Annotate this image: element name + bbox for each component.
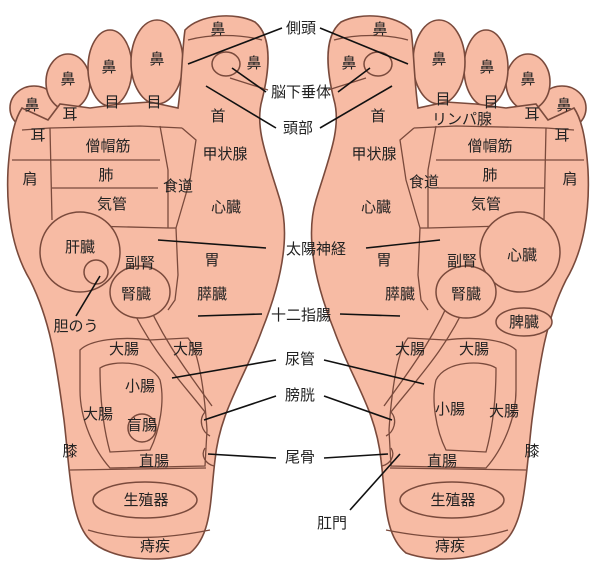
lf-nose-4: 鼻 [60,70,75,88]
rf-nose-2: 鼻 [431,50,446,68]
rf-esophagus: 食道 [409,173,439,191]
rf-large-int-side: 大腸 [489,402,519,420]
lf-nose-3: 鼻 [101,58,116,76]
lf-knee: 膝 [62,442,77,460]
lf-bronchi: 気管 [97,195,127,213]
lf-genitals: 生殖器 [123,491,168,509]
lf-large-int-top: 大腸 [109,340,139,358]
label-anus: 肛門 [317,514,347,532]
lf-esophagus: 食道 [163,177,193,195]
lf-pancreas: 膵臓 [197,285,227,303]
lf-adrenal: 副腎 [125,254,155,272]
rf-ear-b: 耳 [554,126,569,144]
rf-ear-a: 耳 [524,105,539,123]
lf-eye-b: 目 [104,93,119,111]
rf-nose-3: 鼻 [479,58,494,76]
rf-lymph: リンパ腺 [432,110,492,128]
label-solar-plexus: 太陽神経 [286,240,346,258]
label-pituitary: 脳下垂体 [271,83,331,101]
label-head: 頭部 [283,119,313,137]
lf-hemorrhoid: 痔疾 [140,537,170,555]
label-duodenum: 十二指腸 [271,306,331,324]
lf-appendix: 盲腸 [127,416,157,434]
rf-lung: 肺 [482,166,497,184]
lf-large-int-side: 大腸 [83,405,113,423]
lf-stomach: 胃 [204,251,219,269]
lf-liver: 肝臓 [65,238,95,256]
lf-trapezius: 僧帽筋 [85,137,130,155]
lf-small-int: 小腸 [125,377,155,395]
label-ureter: 尿管 [285,350,315,368]
rf-nose-5: 鼻 [556,96,571,114]
lf-nose-right: 鼻 [246,54,261,72]
lf-nose-2: 鼻 [149,50,164,68]
rf-rectum: 直腸 [427,452,457,470]
label-bladder: 膀胱 [285,386,315,404]
lf-gallbladder: 胆のう [53,317,98,335]
rf-nose-4: 鼻 [520,70,535,88]
rf-stomach: 胃 [376,251,391,269]
leader-coccyx-left [208,454,276,458]
label-coccyx: 尾骨 [285,448,315,466]
rf-eye-b: 目 [483,93,498,111]
lf-large-int-top2: 大腸 [173,340,203,358]
rf-small-int: 小腸 [435,400,465,418]
lf-shoulder: 肩 [22,170,37,188]
left-gallbladder-zone [84,260,108,284]
rf-heart: 心臓 [507,246,537,264]
rf-neck: 首 [370,107,385,125]
lf-nose-5: 鼻 [24,96,39,114]
rf-nose-left: 鼻 [341,54,356,72]
rf-pancreas-in: 膵臓 [385,285,415,303]
lf-rectum: 直腸 [139,452,169,470]
lf-ear-b: 耳 [30,126,45,144]
lf-ear-a: 耳 [62,105,77,123]
rf-eye-a: 目 [435,90,450,108]
leader-coccyx-right [324,454,388,458]
rf-thyroid: 甲状腺 [351,145,396,163]
rf-kidney: 腎臓 [451,285,481,303]
rf-spleen: 脾臓 [509,313,539,331]
rf-heart-inner: 心臓 [361,198,391,216]
label-temple: 側頭 [286,19,316,37]
rf-bronchi: 気管 [471,195,501,213]
rf-adrenal: 副腎 [447,252,477,270]
rf-large-int-top: 大腸 [395,340,425,358]
lf-lung: 肺 [98,166,113,184]
rf-knee: 膝 [524,442,539,460]
lf-kidney: 腎臓 [121,285,151,303]
lf-heart: 心臓 [211,198,241,216]
rf-genitals: 生殖器 [430,491,475,509]
lf-neck: 首 [210,107,225,125]
rf-nose-top: 鼻 [372,20,387,38]
lf-thyroid: 甲状腺 [202,145,247,163]
rf-large-int-top2: 大腸 [459,340,489,358]
lf-eye-a: 目 [146,93,161,111]
rf-shoulder: 肩 [562,170,577,188]
lf-nose-top: 鼻 [210,20,225,38]
left-pituitary-zone [212,52,240,76]
rf-hemorrhoid: 痔疾 [435,537,465,555]
rf-trapezius: 僧帽筋 [467,137,512,155]
